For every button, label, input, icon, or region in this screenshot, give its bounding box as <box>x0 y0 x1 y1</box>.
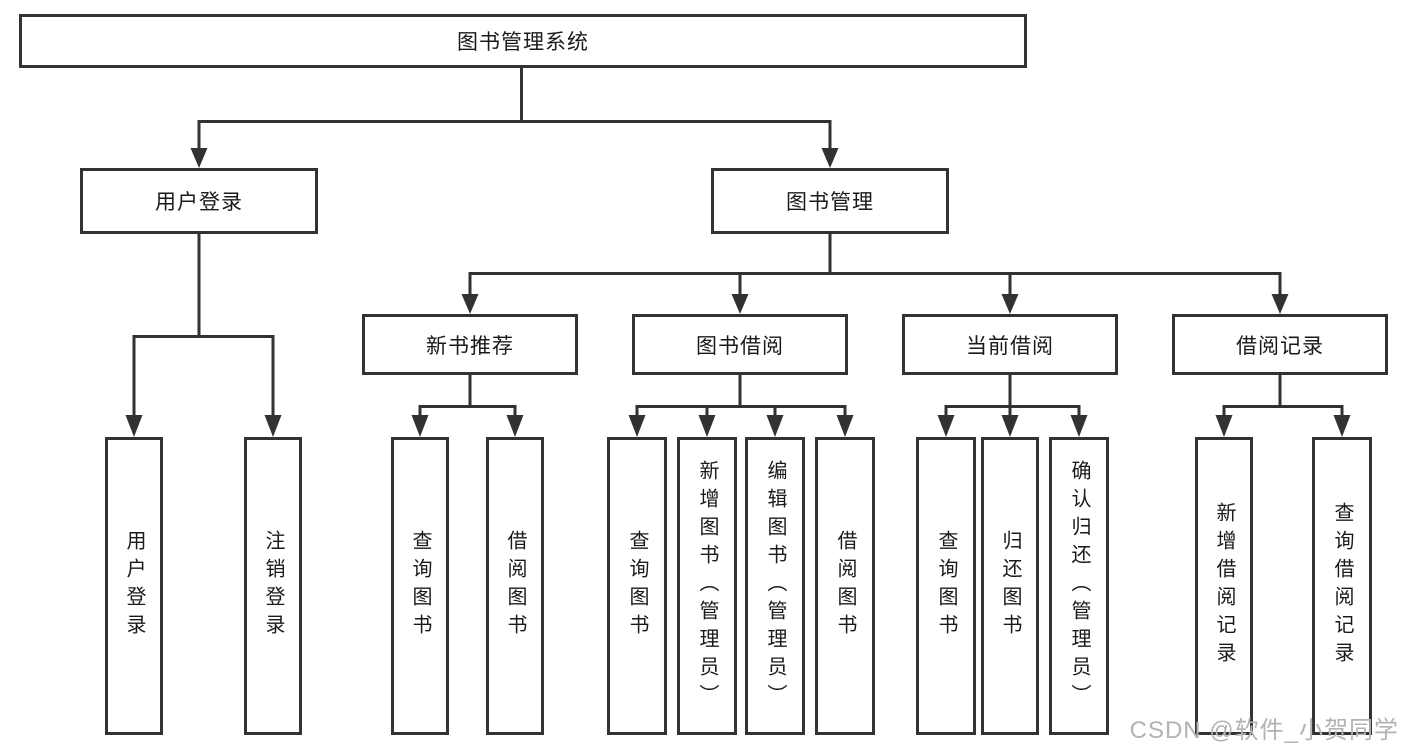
node-label: 借阅图书 <box>504 530 526 642</box>
leaf-return-books: 归还图书 <box>981 437 1039 735</box>
node-label: 用户登录 <box>155 191 243 214</box>
node-root-library-management-system: 图书管理系统 <box>19 14 1027 68</box>
node-label: 查询图书 <box>409 530 431 642</box>
node-label: 借阅记录 <box>1236 334 1324 358</box>
arrowhead-icons <box>125 148 1351 437</box>
node-label: 归还图书 <box>999 530 1021 642</box>
node-label: 查询图书 <box>935 530 957 642</box>
node-current-borrowing: 当前借阅 <box>902 314 1118 375</box>
node-label: 确认归还（管理员） <box>1068 460 1090 712</box>
leaf-logout: 注销登录 <box>244 437 302 735</box>
node-label: 新书推荐 <box>426 334 514 358</box>
node-label: 查询图书 <box>626 530 648 642</box>
node-user-login: 用户登录 <box>80 168 318 234</box>
leaf-query-books-3: 查询图书 <box>916 437 976 735</box>
leaf-query-books-2: 查询图书 <box>607 437 667 735</box>
node-label: 当前借阅 <box>966 334 1054 358</box>
node-label: 用户登录 <box>123 530 145 642</box>
leaf-query-books: 查询图书 <box>391 437 449 735</box>
node-label: 注销登录 <box>262 530 284 642</box>
leaf-add-books-admin: 新增图书（管理员） <box>677 437 737 735</box>
node-new-book-recommendation: 新书推荐 <box>362 314 578 375</box>
leaf-query-borrowing-record: 查询借阅记录 <box>1312 437 1372 735</box>
node-label: 新增借阅记录 <box>1213 502 1235 670</box>
leaf-add-borrowing-record: 新增借阅记录 <box>1195 437 1253 735</box>
node-book-management: 图书管理 <box>711 168 949 234</box>
node-label: 图书管理系统 <box>457 31 589 54</box>
node-label: 新增图书（管理员） <box>696 460 718 712</box>
node-label: 借阅图书 <box>834 530 856 642</box>
node-book-borrowing: 图书借阅 <box>632 314 848 375</box>
node-borrowing-records: 借阅记录 <box>1172 314 1388 375</box>
leaf-borrow-books-2: 借阅图书 <box>815 437 875 735</box>
node-label: 图书管理 <box>786 191 874 214</box>
leaf-borrow-books: 借阅图书 <box>486 437 544 735</box>
leaf-edit-books-admin: 编辑图书（管理员） <box>745 437 805 735</box>
watermark: CSDN @软件_小贺同学 <box>1129 717 1399 744</box>
leaf-confirm-return-admin: 确认归还（管理员） <box>1049 437 1109 735</box>
node-label: 编辑图书（管理员） <box>764 460 786 712</box>
leaf-user-login: 用户登录 <box>105 437 163 735</box>
node-label: 查询借阅记录 <box>1331 502 1353 670</box>
node-label: 图书借阅 <box>696 334 784 358</box>
